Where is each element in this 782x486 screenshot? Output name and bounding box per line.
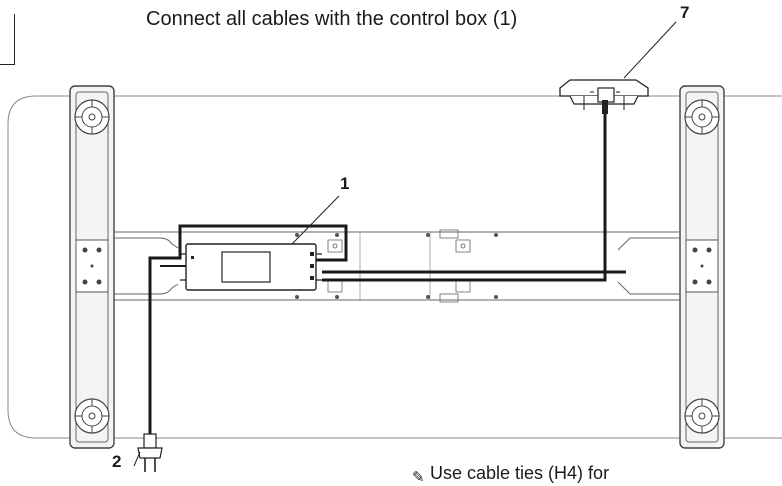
instruction-heading: Connect all cables with the control box …: [146, 8, 518, 30]
left-leg-frame: [69, 85, 115, 449]
handset-cable: [322, 114, 607, 282]
table-top-outline: [7, 95, 782, 439]
left-bottom-foot: [74, 398, 110, 434]
leader-lines: [133, 21, 677, 467]
callout-power-plug: 2: [112, 452, 122, 471]
control-box: [180, 243, 322, 291]
page-corner-bracket: [0, 14, 15, 65]
right-leg-frame: [679, 85, 725, 449]
motor-cable-left: [148, 224, 348, 434]
callout-control-box: 1: [340, 174, 350, 193]
power-plug: [137, 433, 163, 472]
right-top-foot: [684, 99, 720, 135]
right-bottom-foot: [684, 398, 720, 434]
footnote-text: Use cable ties (H4) for: [430, 463, 610, 483]
cables: [148, 114, 626, 434]
handset: [559, 79, 649, 114]
leader-power-plug: [133, 451, 141, 467]
leader-control-box: [291, 195, 340, 245]
left-top-foot: [74, 99, 110, 135]
leader-handset: [623, 21, 677, 79]
cross-beam: [114, 229, 680, 303]
callout-handset: 7: [680, 3, 690, 22]
